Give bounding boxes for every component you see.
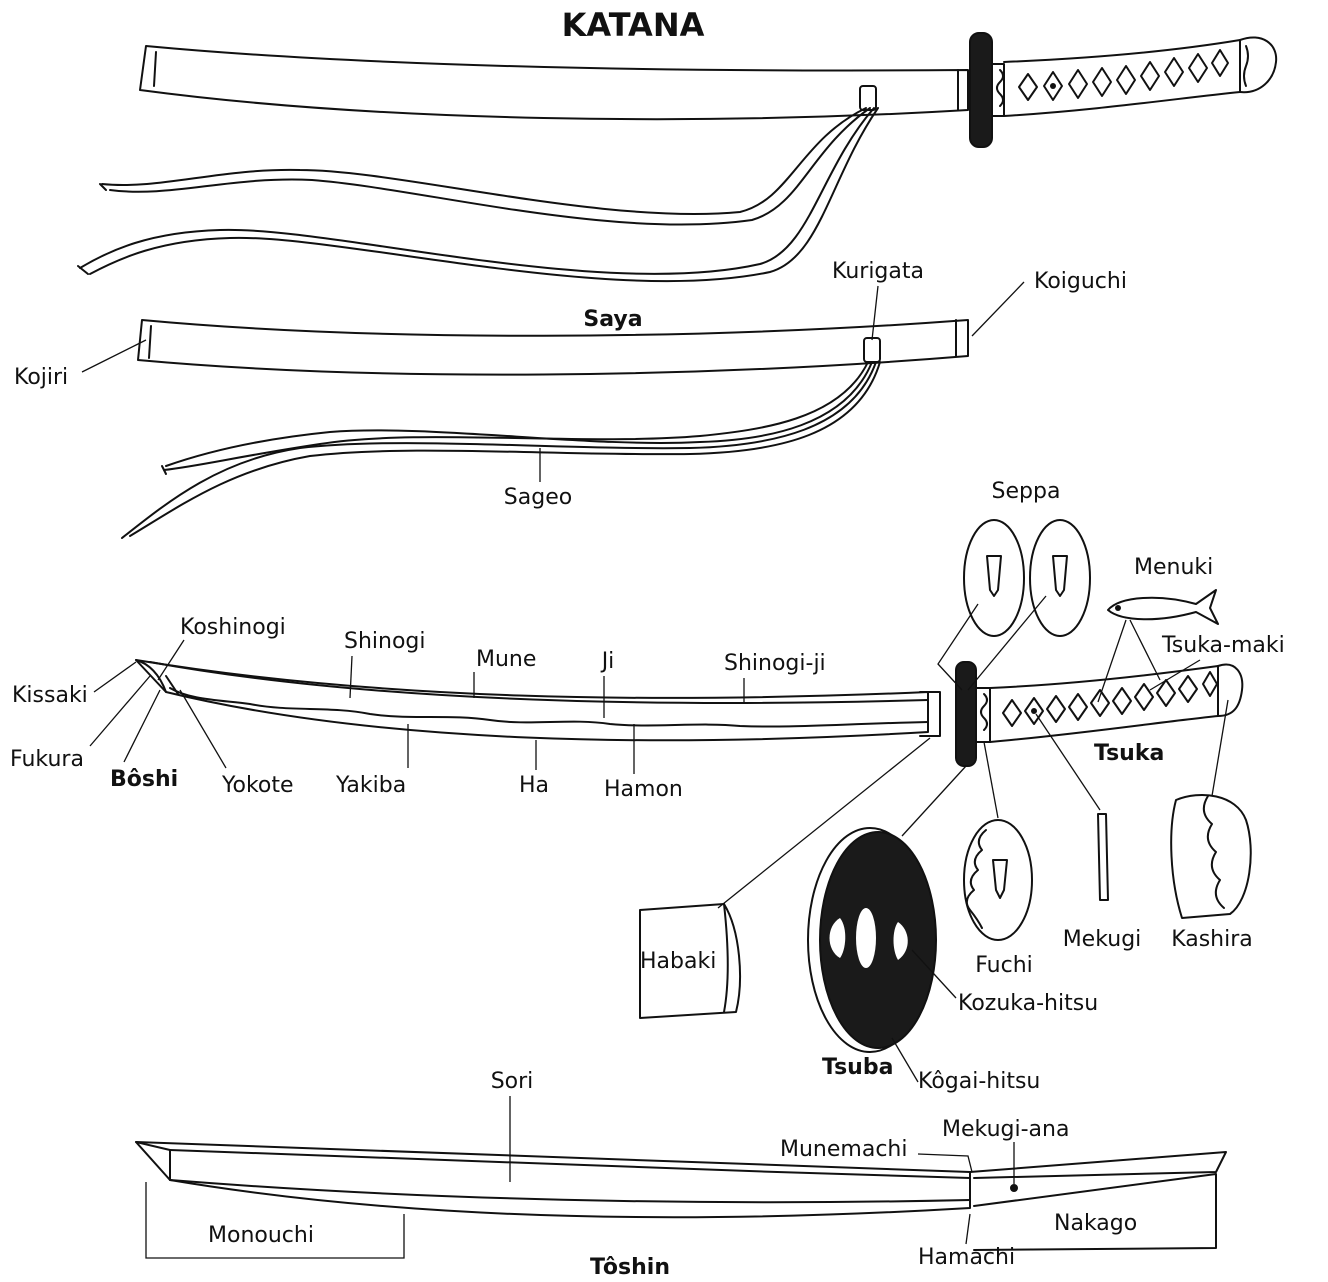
leader-fukura <box>90 676 150 746</box>
label-tsuka-maki: Tsuka-maki <box>1161 633 1285 658</box>
mekugi-part <box>1098 814 1108 900</box>
assembled-fuchi-wave <box>997 70 1003 106</box>
saya-kojiri-line <box>149 326 151 358</box>
label-sori: Sori <box>491 1069 534 1094</box>
toshin-edge-line <box>170 1180 970 1202</box>
blade-habaki <box>920 692 940 736</box>
label-yokote: Yokote <box>221 773 294 798</box>
label-kashira: Kashira <box>1171 927 1253 952</box>
blade-group: Koshinogi Shinogi Mune Ji Shinogi-ji Kis… <box>10 615 1242 802</box>
assembled-saya <box>140 46 968 119</box>
saya-kurigata <box>864 338 880 362</box>
label-hamon: Hamon <box>604 777 683 802</box>
label-kogai-hitsu: Kôgai-hitsu <box>918 1069 1040 1094</box>
blade-tsuka-wrap <box>1003 672 1217 726</box>
leader-menuki-2 <box>1130 620 1160 680</box>
leader-kashira <box>1212 700 1228 796</box>
label-mekugi: Mekugi <box>1063 927 1142 952</box>
label-koshinogi: Koshinogi <box>180 615 286 640</box>
kashira-wave <box>1204 796 1224 908</box>
label-nakago: Nakago <box>1054 1211 1137 1236</box>
leader-koshinogi <box>158 640 184 680</box>
tsuba-group: Tsuba Kozuka-hitsu Kôgai-hitsu <box>808 766 1098 1094</box>
blade-yokote <box>166 676 178 694</box>
label-ji: Ji <box>600 649 615 674</box>
leader-shinogi <box>350 656 352 698</box>
menuki-fish <box>1108 590 1218 624</box>
assembled-sageo <box>78 108 878 281</box>
assembled-tsuka <box>1004 40 1240 116</box>
leader-kogai-hitsu <box>892 1038 918 1082</box>
label-mune: Mune <box>476 647 536 672</box>
label-seppa: Seppa <box>992 479 1061 504</box>
saya-group: Saya Kurigata Koiguchi Kojiri Sageo <box>14 259 1127 538</box>
label-habaki: Habaki <box>640 949 716 974</box>
leader-kojiri <box>82 340 146 372</box>
label-kissaki: Kissaki <box>12 683 88 708</box>
blade-tsuba <box>956 662 976 766</box>
label-kojiri: Kojiri <box>14 365 68 390</box>
saya-scabbard <box>138 320 968 375</box>
leader-munemachi <box>918 1154 972 1172</box>
label-tsuba: Tsuba <box>822 1055 893 1080</box>
label-yakiba: Yakiba <box>335 773 406 798</box>
blade-hamon <box>170 688 928 727</box>
label-kurigata: Kurigata <box>832 259 924 284</box>
assembled-kurigata <box>860 86 876 110</box>
label-mekugi-ana: Mekugi-ana <box>942 1117 1069 1142</box>
assembled-kojiri-line <box>154 52 156 86</box>
blade-tsuka <box>990 666 1218 742</box>
diagram-title: KATANA <box>562 6 705 44</box>
menuki-eye <box>1115 605 1121 611</box>
saya-sageo <box>122 362 880 538</box>
seppa-right <box>1030 520 1090 636</box>
kashira-group: Kashira <box>1171 700 1253 952</box>
habaki-edge <box>724 904 728 1012</box>
tsuba-nakago-ana <box>856 908 876 968</box>
leader-tsuba <box>902 766 966 836</box>
mekugi-ana-hole <box>1010 1184 1018 1192</box>
label-menuki: Menuki <box>1134 555 1213 580</box>
label-kozuka-hitsu: Kozuka-hitsu <box>958 991 1098 1016</box>
label-sageo: Sageo <box>504 485 572 510</box>
label-tsuka: Tsuka <box>1094 741 1164 766</box>
leader-fuchi <box>984 742 998 818</box>
assembled-tsuba <box>970 33 992 147</box>
label-koiguchi: Koiguchi <box>1034 269 1127 294</box>
label-shinogi-ji: Shinogi-ji <box>724 651 826 676</box>
blade-fuchi <box>976 688 990 742</box>
label-shinogi: Shinogi <box>344 629 426 654</box>
label-fukura: Fukura <box>10 747 84 772</box>
seppa-group: Seppa <box>938 479 1090 690</box>
label-hamachi: Hamachi <box>918 1245 1015 1270</box>
blade-kashira <box>1218 665 1242 716</box>
label-fuchi: Fuchi <box>975 953 1033 978</box>
label-monouchi: Monouchi <box>208 1223 314 1248</box>
label-saya: Saya <box>583 307 642 332</box>
kashira-part <box>1171 795 1251 918</box>
toshin-nakago-top <box>970 1152 1226 1178</box>
toshin-group: Sori Munemachi Mekugi-ana Monouchi Nakag… <box>136 1069 1226 1280</box>
label-toshin: Tôshin <box>590 1255 670 1280</box>
blade-fuchi-wave <box>981 694 987 730</box>
seppa-left <box>964 520 1024 636</box>
label-munemachi: Munemachi <box>780 1137 907 1162</box>
label-boshi: Bôshi <box>110 767 178 792</box>
leader-koiguchi <box>972 282 1024 336</box>
fuchi-group: Fuchi <box>964 742 1033 978</box>
fuchi-part <box>964 820 1032 940</box>
leader-kurigata <box>872 286 878 340</box>
leader-kissaki <box>94 662 136 692</box>
leader-hamachi <box>966 1214 970 1244</box>
label-ha: Ha <box>519 773 549 798</box>
leader-mekugi <box>1036 714 1100 810</box>
assembled-katana <box>78 33 1276 281</box>
leader-yokote <box>180 690 226 768</box>
